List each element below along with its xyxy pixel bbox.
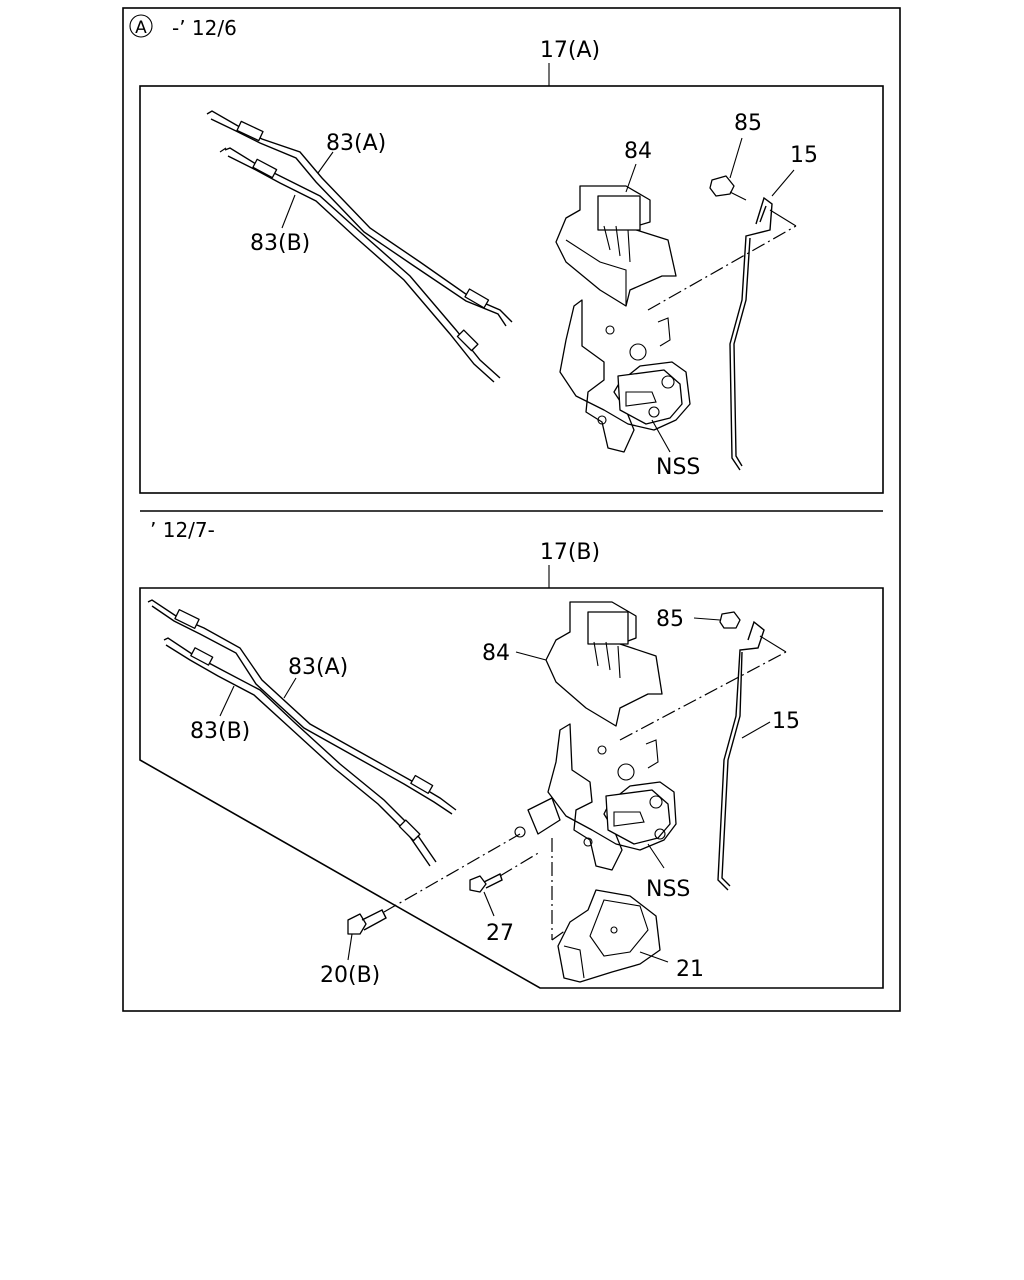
panel-b-label-83b: 83(B) — [190, 719, 250, 744]
panel-a-label-83a: 83(A) — [326, 131, 386, 156]
panel-b-period: ’ 12/7- — [150, 518, 215, 542]
panel-a-label-85: 85 — [734, 111, 762, 136]
panel-b-label-20b: 20(B) — [320, 963, 380, 988]
panel-b-label-85: 85 — [656, 607, 684, 632]
panel-a-inner-box — [139, 85, 884, 494]
panel-b: ’ 12/7- 17(B) 83(A) 83(B) 84 — [139, 518, 884, 989]
panel-a-clip-85 — [709, 175, 747, 201]
panel-a-label-84: 84 — [624, 139, 652, 164]
panel-b-label-27: 27 — [486, 921, 514, 946]
panel-a-assembly-label: 17(A) — [540, 38, 600, 63]
panel-b-label-84: 84 — [482, 641, 510, 666]
panel-b-label-15: 15 — [772, 709, 800, 734]
panel-a-cover-84 — [555, 185, 677, 307]
panel-a-label-nss: NSS — [656, 455, 700, 480]
panel-a: A -’ 12/6 17(A) 83(A) 83(B) 84 — [129, 14, 884, 494]
outer-frame — [122, 7, 901, 1012]
panel-b-cables — [147, 599, 457, 867]
panel-a-latch-nss — [559, 299, 691, 453]
panel-a-cables — [206, 110, 513, 383]
panel-b-actuator-21 — [551, 838, 661, 983]
panel-b-label-83a: 83(A) — [288, 655, 348, 680]
panel-b-bolt-20b — [347, 826, 526, 935]
panel-a-label-83b: 83(B) — [250, 231, 310, 256]
panel-b-label-21: 21 — [676, 957, 704, 982]
panel-a-label-15: 15 — [790, 143, 818, 168]
panel-a-rod-15 — [647, 196, 797, 471]
panel-b-screw-27 — [469, 851, 541, 893]
panel-a-circle-letter: A — [135, 18, 147, 38]
panel-b-inner-box — [139, 587, 884, 989]
panel-b-rod-15 — [619, 620, 787, 891]
panel-b-label-nss: NSS — [646, 877, 690, 902]
panel-a-period: -’ 12/6 — [172, 16, 237, 40]
panel-b-cover-84 — [545, 601, 663, 727]
panel-b-latch-nss — [527, 723, 677, 871]
panel-a-circle-marker — [129, 14, 153, 38]
panel-b-assembly-label: 17(B) — [540, 540, 600, 565]
panel-b-clip-85 — [719, 611, 741, 629]
